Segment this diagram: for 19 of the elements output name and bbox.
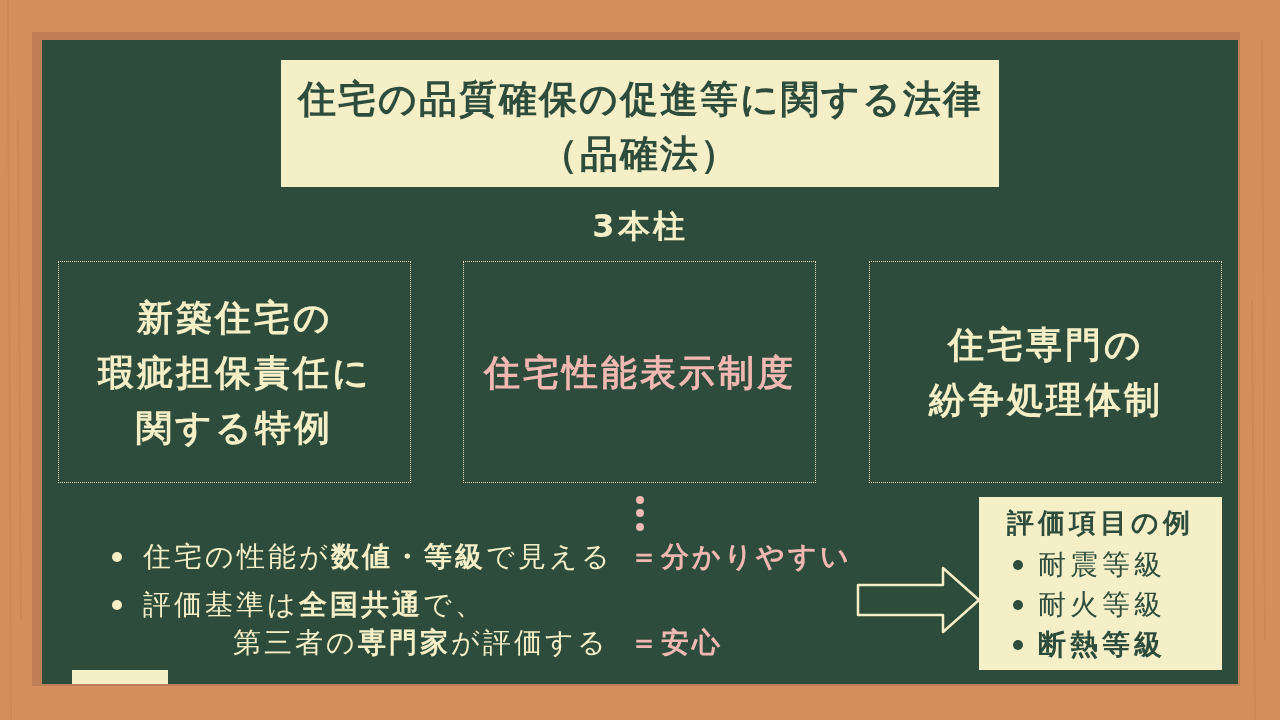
dotted-box	[869, 261, 1222, 483]
title-banner	[281, 60, 999, 187]
bullet-text: 住宅の性能が数値・等級で見える	[143, 539, 613, 575]
section-heading: 3本柱	[592, 206, 688, 246]
bullet-text: 評価基準は全国共通で、第三者の専門家が評価する	[143, 587, 609, 661]
info-card	[979, 497, 1222, 670]
title-text: 住宅の品質確保の促進等に関する法律（品確法）	[297, 75, 983, 178]
pillar-text: 住宅性能表示制度	[483, 350, 796, 395]
list-item-text: 耐震等級	[1038, 547, 1166, 583]
list-item-text: 断熱等級	[1038, 627, 1166, 663]
pillar-text: 住宅専門の紛争処理体制	[928, 323, 1163, 422]
pillar-text: 新築住宅の瑕疵担保責任に関する特例	[97, 295, 372, 450]
card-heading: 評価項目の例	[1007, 506, 1194, 540]
conclusion-text: ＝分かりやすい	[630, 539, 852, 575]
dotted-box	[58, 261, 411, 483]
dotted-box	[463, 261, 816, 483]
block-arrow	[856, 566, 981, 634]
list-item-text: 耐火等級	[1038, 587, 1166, 623]
conclusion-text: ＝安心	[630, 625, 723, 661]
